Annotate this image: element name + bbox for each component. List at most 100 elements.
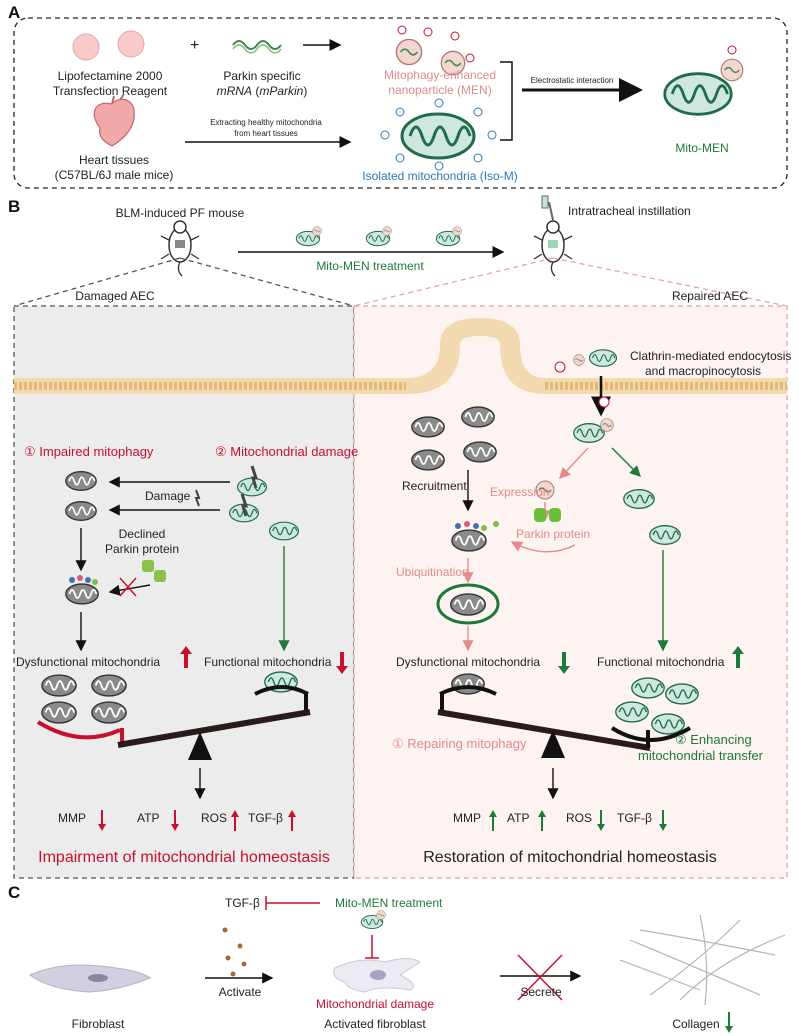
- mito-damage-label: ② Mitochondrial damage: [215, 444, 358, 459]
- atp-up-right: [538, 810, 546, 831]
- mrna-strand-icon: [232, 40, 282, 50]
- collagen-down-arrow: [725, 1012, 733, 1033]
- ubiquitin-icon-right: [455, 521, 499, 531]
- mito-func-r1: [631, 677, 665, 699]
- dysfunctional-left: Dysfunctional mitochondria: [16, 655, 160, 669]
- footer-right: Restoration of mitochondrial homeostasis: [423, 849, 716, 866]
- lipo-line2: Transfection Reagent: [53, 84, 168, 98]
- mito-r-1: [410, 416, 446, 438]
- mito-func-r2: [665, 683, 699, 705]
- extract-line1: Extracting healthy mitochondria: [210, 118, 322, 127]
- parkin-label: Parkin protein: [516, 527, 590, 541]
- bracket: [500, 61, 513, 141]
- cell-membrane: [14, 318, 787, 394]
- panel-a: A Lipofectamine 2000 Transfection Reagen…: [8, 3, 788, 189]
- mito-damage-c: Mitochondrial damage: [316, 997, 434, 1011]
- impaired-mitophagy: ① Impaired mitophagy: [24, 444, 154, 459]
- fibroblast-icon: [29, 964, 151, 993]
- arrow-to-np: [559, 447, 589, 480]
- functional-right: Functional mitochondria: [597, 655, 725, 669]
- isom-label: Isolated mitochondria (Iso-M): [362, 169, 517, 183]
- collagen-label: Collagen: [672, 1017, 719, 1031]
- mito-men-icon: [663, 45, 744, 116]
- declined-line2: Parkin protein: [105, 542, 179, 556]
- ubiquitination-label: Ubiquitination: [396, 565, 469, 579]
- arrow-to-mito-transfer: [611, 447, 641, 477]
- zoom-line-left-2: [179, 257, 355, 307]
- tgf-left: TGF-β: [248, 811, 283, 825]
- mito-gray-1: [64, 470, 98, 492]
- mito-dys-3: [40, 701, 78, 724]
- lightning-icon-2: [240, 493, 249, 517]
- treatment-particles: [295, 226, 462, 247]
- mito-ubiquitinated-right: [450, 529, 488, 552]
- autophagosome-icon: [436, 583, 500, 625]
- lipo-particle-left: [72, 33, 100, 61]
- tgf-dots: [222, 927, 247, 977]
- mito-gray-2: [64, 500, 98, 522]
- treatment-label-c: Mito-MEN treatment: [335, 896, 443, 910]
- collagen-fibers-icon: [619, 914, 786, 1006]
- electro-label: Electrostatic interaction: [531, 76, 614, 85]
- mito-r-3: [410, 449, 446, 471]
- np-entering: [573, 354, 585, 366]
- mitomen-label: Mito-MEN: [675, 141, 728, 155]
- np-internal: [600, 418, 614, 432]
- parkin-line2: mRNA (mParkin): [217, 84, 308, 98]
- parkin-protein-icon: [142, 560, 154, 572]
- heart-icon: [93, 93, 135, 147]
- parkin-icon-1: [534, 508, 546, 522]
- up-arrow-dysfunctional-left: [180, 646, 192, 668]
- lightning-icon-3: [194, 489, 201, 507]
- atp-right: ATP: [507, 811, 529, 825]
- heart-line2: (C57BL/6J male mice): [55, 168, 174, 182]
- ros-right: ROS: [566, 811, 592, 825]
- balance-scale-left: [36, 685, 311, 760]
- mito-in-autophagosome: [449, 592, 487, 617]
- block-x-icon: [119, 577, 137, 597]
- fibroblast-label: Fibroblast: [72, 1017, 125, 1031]
- atp-left: ATP: [137, 811, 159, 825]
- panel-c: C TGF-β Mito-MEN treatment Fibroblast Ac…: [8, 883, 786, 1033]
- intratracheal-label: Intratracheal instillation: [568, 204, 691, 218]
- charge-icon: [554, 361, 566, 373]
- mito-dys-1: [40, 674, 78, 697]
- mito-func-r4: [651, 713, 685, 735]
- zoom-line-right-1: [353, 257, 554, 307]
- balance-scale-right: [437, 685, 692, 758]
- men-line2: nanoparticle (MEN): [388, 83, 491, 97]
- mouse-icon-right: [533, 195, 573, 277]
- down-arrow-dysfunctional-right: [558, 652, 570, 674]
- ros-up-left: [231, 810, 239, 831]
- lipo-line1: Lipofectamine 2000: [58, 69, 163, 83]
- mito-green-damaged-1: [236, 477, 268, 497]
- up-arrow-functional-right: [732, 646, 744, 668]
- mito-dys-2: [90, 674, 128, 697]
- mito-ubiquitin-left: [64, 583, 100, 605]
- tgf-label-c: TGF-β: [225, 896, 260, 910]
- ubiquitin-icon: [69, 575, 98, 585]
- blm-label: BLM-induced PF mouse: [116, 206, 245, 220]
- repaired-aec-label: Repaired AEC: [672, 289, 748, 303]
- heart-line1: Heart tissues: [79, 153, 149, 167]
- tgf-right: TGF-β: [617, 811, 652, 825]
- ros-down-right: [597, 810, 605, 831]
- mouse-icon-left: [160, 220, 200, 277]
- mmp-down-left: [98, 810, 106, 831]
- damaged-aec-label: Damaged AEC: [75, 289, 155, 303]
- repairing-label: ① Repairing mitophagy: [392, 736, 527, 751]
- panel-a-frame: [13, 17, 788, 189]
- treatment-label: Mito-MEN treatment: [316, 259, 424, 273]
- parkin-line1: Parkin specific: [223, 69, 300, 83]
- mito-transfer-1: [623, 489, 655, 509]
- panel-c-label: C: [8, 883, 20, 902]
- activate-label: Activate: [219, 985, 262, 999]
- panel-b-label: B: [8, 197, 20, 216]
- plus-sign: +: [190, 37, 199, 54]
- ros-left: ROS: [201, 811, 227, 825]
- tgf-up-left: [288, 810, 296, 831]
- mito-dys-right: [450, 673, 486, 695]
- clathrin-line1: Clathrin-mediated endocytosis: [630, 349, 791, 363]
- parkin-icon-2: [549, 508, 561, 522]
